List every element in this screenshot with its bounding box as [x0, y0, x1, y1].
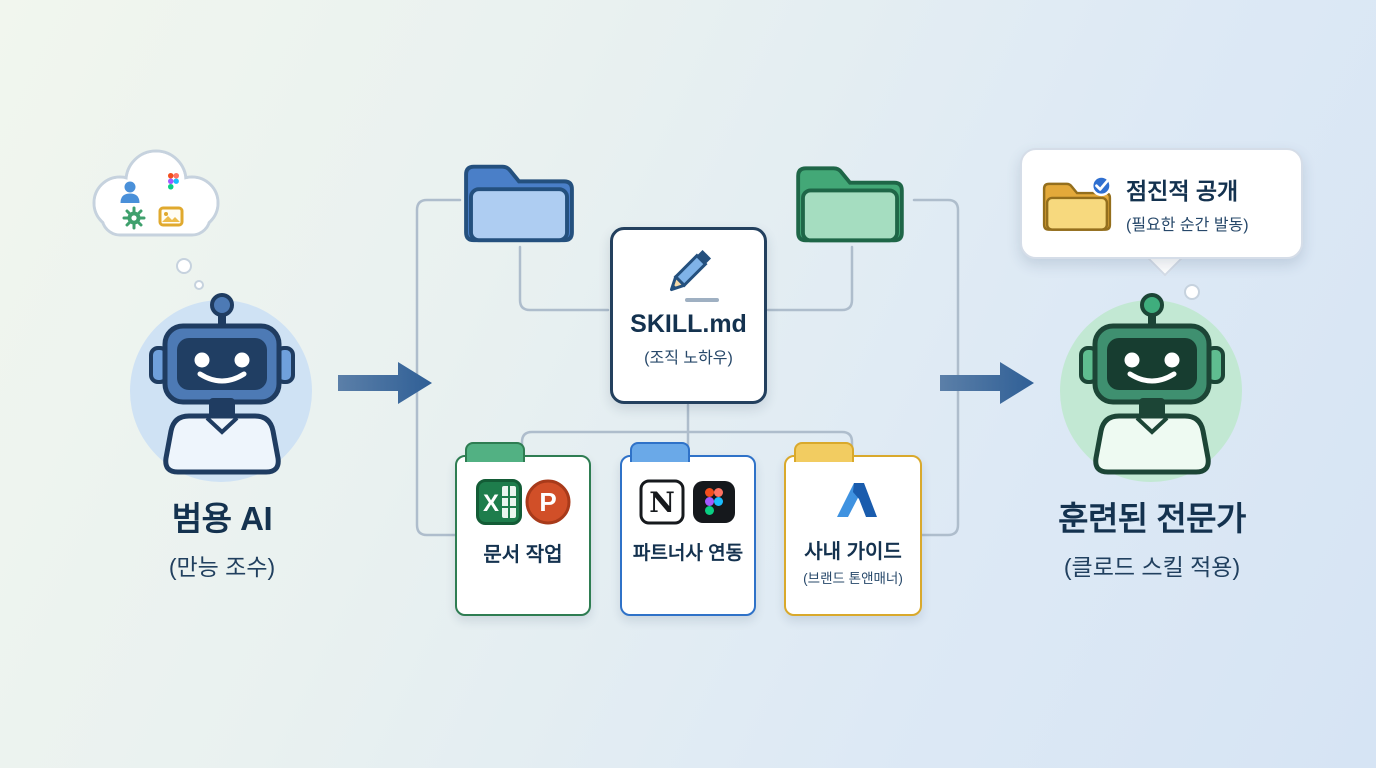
- left-robot-title: 범용 AI: [171, 500, 273, 537]
- generalist-robot: [149, 293, 295, 475]
- azure-icon: [837, 483, 877, 517]
- card-partner-integration-tab: [630, 442, 690, 462]
- right-robot-title: 훈련된 전문가: [1058, 500, 1246, 537]
- card-partner-integration: N 파트너사 연동: [620, 442, 756, 616]
- svg-text:N: N: [649, 486, 675, 519]
- left-robot-subtitle: (만능 조수): [168, 554, 276, 580]
- skill-card-title: SKILL.md: [630, 310, 747, 338]
- pencil-icon: [669, 249, 719, 302]
- thought-bubble: [92, 149, 220, 237]
- skill-card-subtitle: (조직 노하우): [644, 350, 733, 367]
- card-document-work-title: 문서 작업: [483, 544, 563, 566]
- thought-dot-large: [176, 258, 192, 274]
- left-robot-caption: 범용 AI (만능 조수): [62, 492, 382, 582]
- card-internal-guide-title: 사내 가이드: [804, 541, 902, 563]
- bubble-title: 점진적 공개: [1126, 178, 1239, 204]
- card-internal-guide: 사내 가이드 (브랜드 톤앤매너): [784, 442, 922, 616]
- connector-bluefolder-skill: [518, 245, 610, 312]
- card-document-work: X P 문서 작업: [455, 442, 591, 616]
- yellow-folder-check-icon: [1042, 174, 1112, 231]
- notion-icon: N: [639, 479, 685, 525]
- powerpoint-icon: P: [525, 479, 570, 525]
- bubble-subtitle: (필요한 순간 발동): [1126, 217, 1249, 234]
- connector-greenfolder-skill: [766, 245, 854, 312]
- svg-text:X: X: [482, 490, 498, 517]
- blue-folder-icon: [464, 164, 574, 243]
- figma-icon: [168, 173, 179, 190]
- excel-icon: X: [475, 479, 522, 525]
- green-folder-icon: [796, 166, 904, 243]
- skill-md-card: SKILL.md (조직 노하우): [610, 227, 767, 404]
- figma-icon: [693, 481, 735, 523]
- gear-icon: [122, 206, 146, 230]
- bubble-dot-large: [1184, 284, 1200, 300]
- arrow-left-icon: [338, 362, 432, 404]
- arrow-right-icon: [940, 362, 1034, 404]
- expert-robot: [1079, 293, 1225, 475]
- right-robot-subtitle: (클로드 스킬 적용): [1063, 554, 1241, 580]
- right-robot-caption: 훈련된 전문가 (클로드 스킬 적용): [992, 492, 1312, 582]
- image-icon: [158, 206, 184, 227]
- card-internal-guide-subtitle: (브랜드 톤앤매너): [803, 571, 903, 586]
- card-document-work-tab: [465, 442, 525, 462]
- card-internal-guide-tab: [794, 442, 854, 462]
- svg-text:P: P: [539, 487, 556, 517]
- thought-dot-small: [194, 280, 204, 290]
- person-icon: [120, 181, 140, 203]
- progressive-disclosure-bubble: 점진적 공개 (필요한 순간 발동): [1020, 148, 1303, 259]
- card-partner-integration-title: 파트너사 연동: [632, 543, 744, 564]
